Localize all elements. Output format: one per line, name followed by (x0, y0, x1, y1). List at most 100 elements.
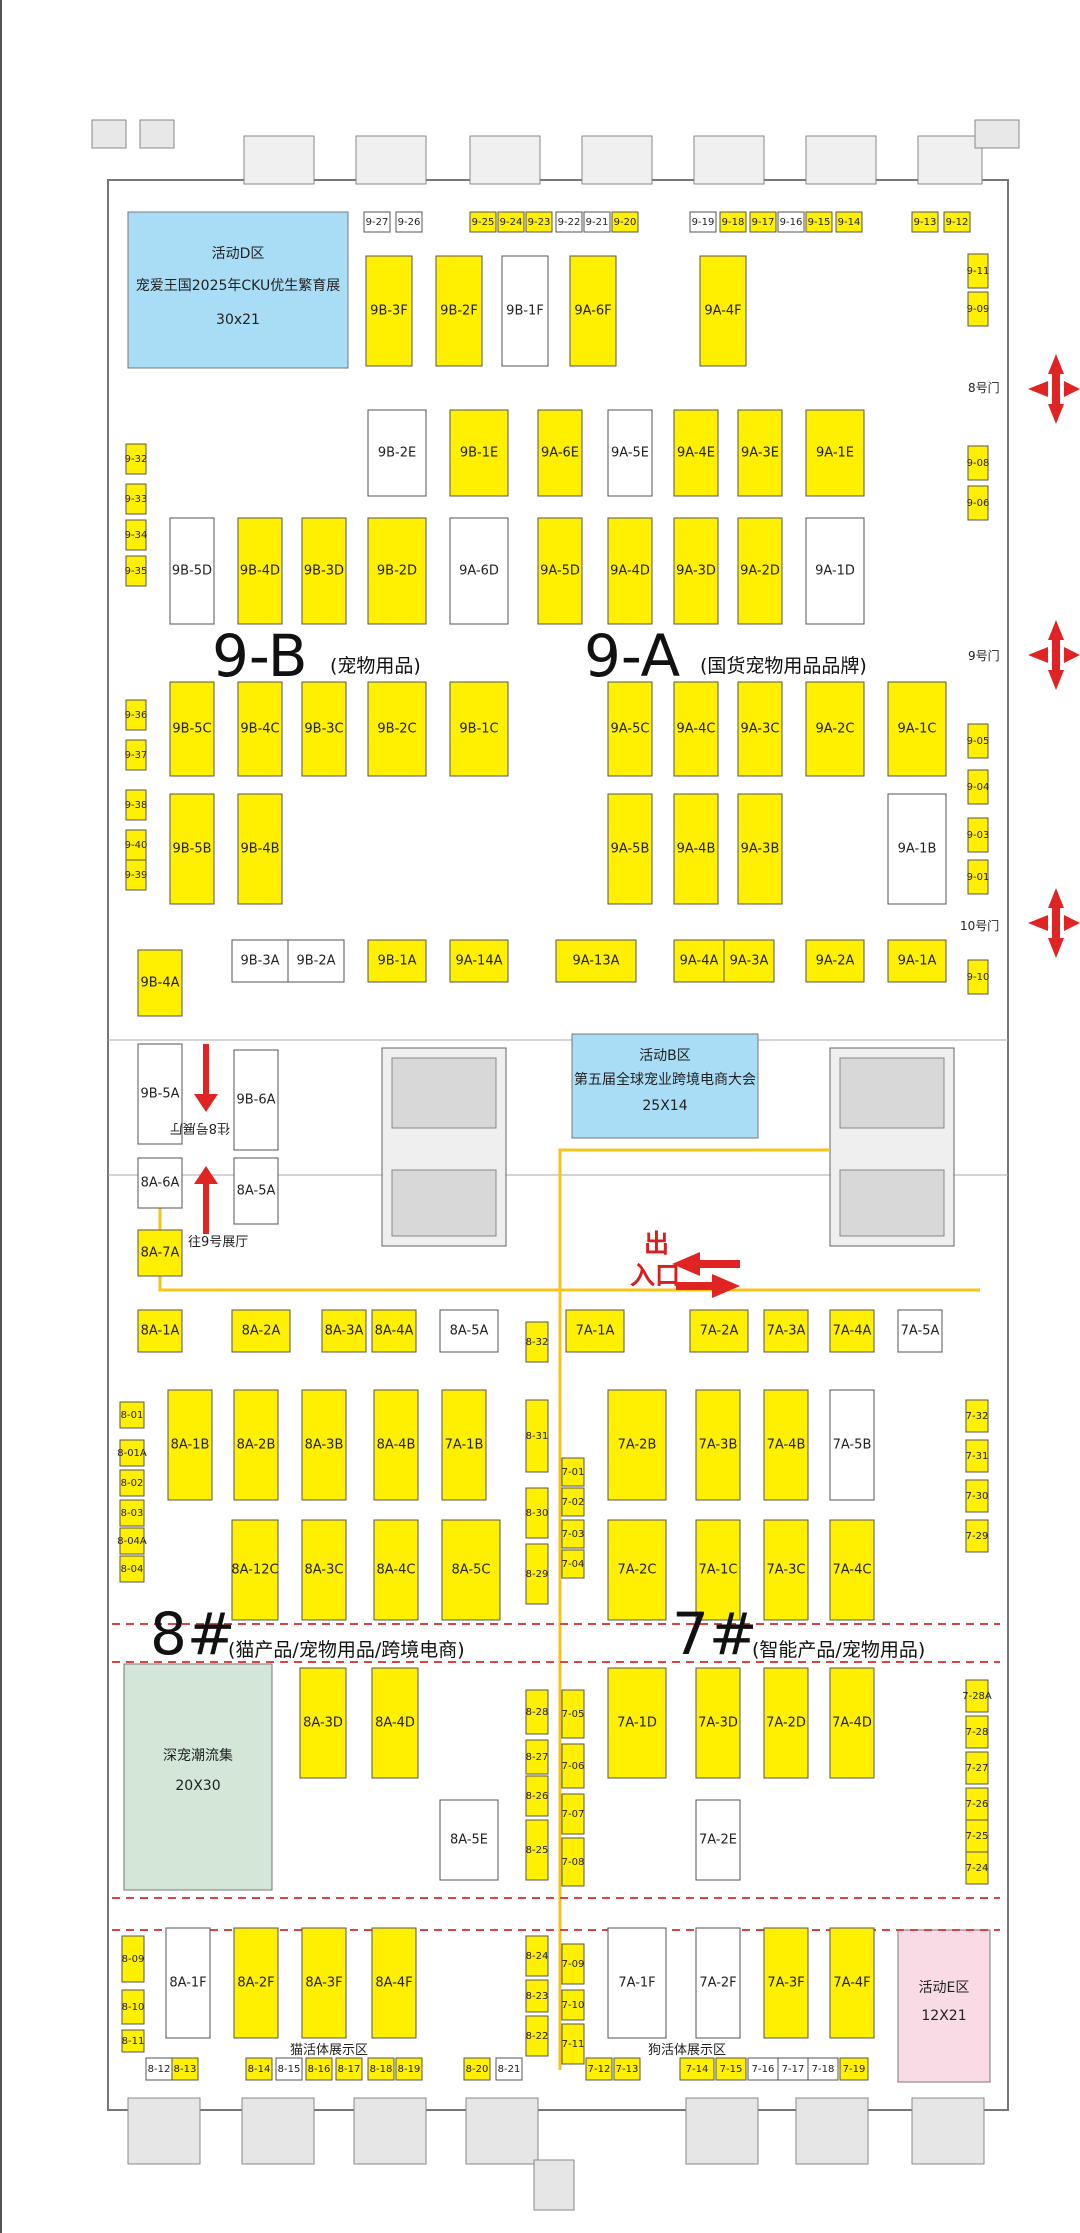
booth-7-07[interactable]: 7-07 (561, 1793, 585, 1835)
booth-7-19[interactable]: 7-19 (839, 2057, 869, 2081)
booth-7-16[interactable]: 7-16 (747, 2057, 779, 2081)
booth-8-22[interactable]: 8-22 (525, 2015, 549, 2057)
booth-7a-3f[interactable]: 7A-3F (763, 1927, 809, 2039)
booth-8-14[interactable]: 8-14 (245, 2057, 273, 2081)
booth-7-29[interactable]: 7-29 (965, 1519, 989, 1553)
booth-9-25[interactable]: 9-25 (469, 211, 497, 233)
booth-8a-3a[interactable]: 8A-3A (321, 1309, 367, 1353)
booth-9-27[interactable]: 9-27 (363, 211, 391, 233)
booth-8-27[interactable]: 8-27 (525, 1739, 549, 1775)
booth-9-24[interactable]: 9-24 (497, 211, 525, 233)
booth-8a-7a[interactable]: 8A-7A (137, 1229, 183, 1277)
booth-9a-3b[interactable]: 9A-3B (737, 793, 783, 905)
booth-8-30[interactable]: 8-30 (525, 1487, 549, 1539)
booth-9a-5d[interactable]: 9A-5D (537, 517, 583, 625)
booth-7-12[interactable]: 7-12 (585, 2057, 613, 2081)
door-8[interactable]: 8号门 (968, 354, 1080, 424)
booth-7-01[interactable]: 7-01 (561, 1457, 585, 1487)
exit-marker[interactable]: 出 入口 (630, 1229, 740, 1298)
booth-7a-1c[interactable]: 7A-1C (695, 1519, 741, 1621)
booth-9b-3d[interactable]: 9B-3D (301, 517, 347, 625)
booth-8-09[interactable]: 8-09 (121, 1935, 145, 1983)
door-10[interactable]: 10号门 (960, 888, 1080, 958)
booth-8a-4f[interactable]: 8A-4F (371, 1927, 417, 2039)
booth-8a-6a[interactable]: 8A-6A (137, 1157, 183, 1209)
booth-9b-2e[interactable]: 9B-2E (367, 409, 427, 497)
booth-9a-14a[interactable]: 9A-14A (449, 939, 509, 983)
booth-9-19[interactable]: 9-19 (689, 211, 717, 233)
booth-9-38[interactable]: 9-38 (125, 789, 148, 821)
booth-7-02[interactable]: 7-02 (561, 1487, 585, 1517)
booth-8-18[interactable]: 8-18 (367, 2057, 395, 2081)
booth-9a-4c[interactable]: 9A-4C (673, 681, 719, 777)
booth-8a-2b[interactable]: 8A-2B (233, 1389, 279, 1501)
booth-9a-2c[interactable]: 9A-2C (805, 681, 865, 777)
booth-7a-1a[interactable]: 7A-1A (565, 1309, 625, 1353)
booth-9-22[interactable]: 9-22 (555, 211, 583, 233)
booth-9a-4d[interactable]: 9A-4D (607, 517, 653, 625)
booth-7-15[interactable]: 7-15 (715, 2057, 747, 2081)
booth-8a-4b[interactable]: 8A-4B (373, 1389, 419, 1501)
booth-9-17[interactable]: 9-17 (749, 211, 777, 233)
booth-8-13[interactable]: 8-13 (171, 2057, 199, 2081)
booth-8-11[interactable]: 8-11 (121, 2029, 145, 2053)
booth-8-15[interactable]: 8-15 (275, 2057, 303, 2081)
booth-9-39[interactable]: 9-39 (125, 859, 148, 891)
booth-8-17[interactable]: 8-17 (335, 2057, 363, 2081)
booth-8-28[interactable]: 8-28 (525, 1689, 549, 1735)
booth-9-16[interactable]: 9-16 (777, 211, 805, 233)
booth-7-31[interactable]: 7-31 (965, 1439, 989, 1473)
booth-8-31[interactable]: 8-31 (525, 1399, 549, 1473)
booth-7-05[interactable]: 7-05 (561, 1689, 585, 1739)
booth-9-08[interactable]: 9-08 (967, 445, 990, 481)
booth-9-34[interactable]: 9-34 (125, 519, 148, 551)
booth-8-04[interactable]: 8-04 (119, 1555, 145, 1583)
booth-9-35[interactable]: 9-35 (125, 555, 148, 587)
booth-7-17[interactable]: 7-17 (777, 2057, 809, 2081)
booth-9b-3a[interactable]: 9B-3A (231, 939, 289, 983)
booth-9b-1c[interactable]: 9B-1C (449, 681, 509, 777)
booth-9a-1e[interactable]: 9A-1E (805, 409, 865, 497)
booth-7a-1b[interactable]: 7A-1B (441, 1389, 487, 1501)
booth-7-26[interactable]: 7-26 (965, 1787, 989, 1821)
booth-8a-4a[interactable]: 8A-4A (371, 1309, 417, 1353)
booth-7-09[interactable]: 7-09 (561, 1943, 585, 1985)
booth-9-21[interactable]: 9-21 (583, 211, 611, 233)
booth-7a-1f[interactable]: 7A-1F (607, 1927, 667, 2039)
booth-9a-5e[interactable]: 9A-5E (607, 409, 653, 497)
booth-7-04[interactable]: 7-04 (561, 1549, 585, 1579)
door-9[interactable]: 9号门 (968, 620, 1080, 690)
booth-7-30[interactable]: 7-30 (965, 1479, 989, 1513)
booth-9-18[interactable]: 9-18 (719, 211, 747, 233)
booth-9-01[interactable]: 9-01 (967, 859, 990, 895)
booth-7-25[interactable]: 7-25 (965, 1819, 989, 1853)
booth-9b-2c[interactable]: 9B-2C (367, 681, 427, 777)
booth-7a-3b[interactable]: 7A-3B (695, 1389, 741, 1501)
booth-9b-2a[interactable]: 9B-2A (287, 939, 345, 983)
booth-7a-2c[interactable]: 7A-2C (607, 1519, 667, 1621)
booth-9a-4a[interactable]: 9A-4A (673, 939, 725, 983)
booth-8-25[interactable]: 8-25 (525, 1819, 549, 1881)
booth-9-13[interactable]: 9-13 (911, 211, 939, 233)
booth-9-04[interactable]: 9-04 (967, 769, 990, 805)
booth-8-21[interactable]: 8-21 (495, 2057, 523, 2081)
booth-9a-5c[interactable]: 9A-5C (607, 681, 653, 777)
booth-7a-4c[interactable]: 7A-4C (829, 1519, 875, 1621)
booth-8a-5e[interactable]: 8A-5E (439, 1799, 499, 1881)
booth-8-23[interactable]: 8-23 (525, 1979, 549, 2013)
booth-7a-2f[interactable]: 7A-2F (695, 1927, 741, 2039)
booth-9a-6d[interactable]: 9A-6D (449, 517, 509, 625)
booth-9-09[interactable]: 9-09 (967, 291, 990, 327)
booth-8a-12c[interactable]: 8A-12C (231, 1519, 279, 1621)
booth-9b-6a[interactable]: 9B-6A (233, 1049, 279, 1151)
booth-7a-2e[interactable]: 7A-2E (695, 1799, 741, 1881)
booth-9-10[interactable]: 9-10 (967, 959, 990, 995)
booth-7a-3a[interactable]: 7A-3A (763, 1309, 809, 1353)
booth-9b-2d[interactable]: 9B-2D (367, 517, 427, 625)
booth-9a-5b[interactable]: 9A-5B (607, 793, 653, 905)
booth-7-08[interactable]: 7-08 (561, 1837, 585, 1887)
booth-7a-4f[interactable]: 7A-4F (829, 1927, 875, 2039)
booth-7-32[interactable]: 7-32 (965, 1399, 989, 1433)
booth-7a-2d[interactable]: 7A-2D (763, 1667, 809, 1779)
booth-8-29[interactable]: 8-29 (525, 1543, 549, 1605)
